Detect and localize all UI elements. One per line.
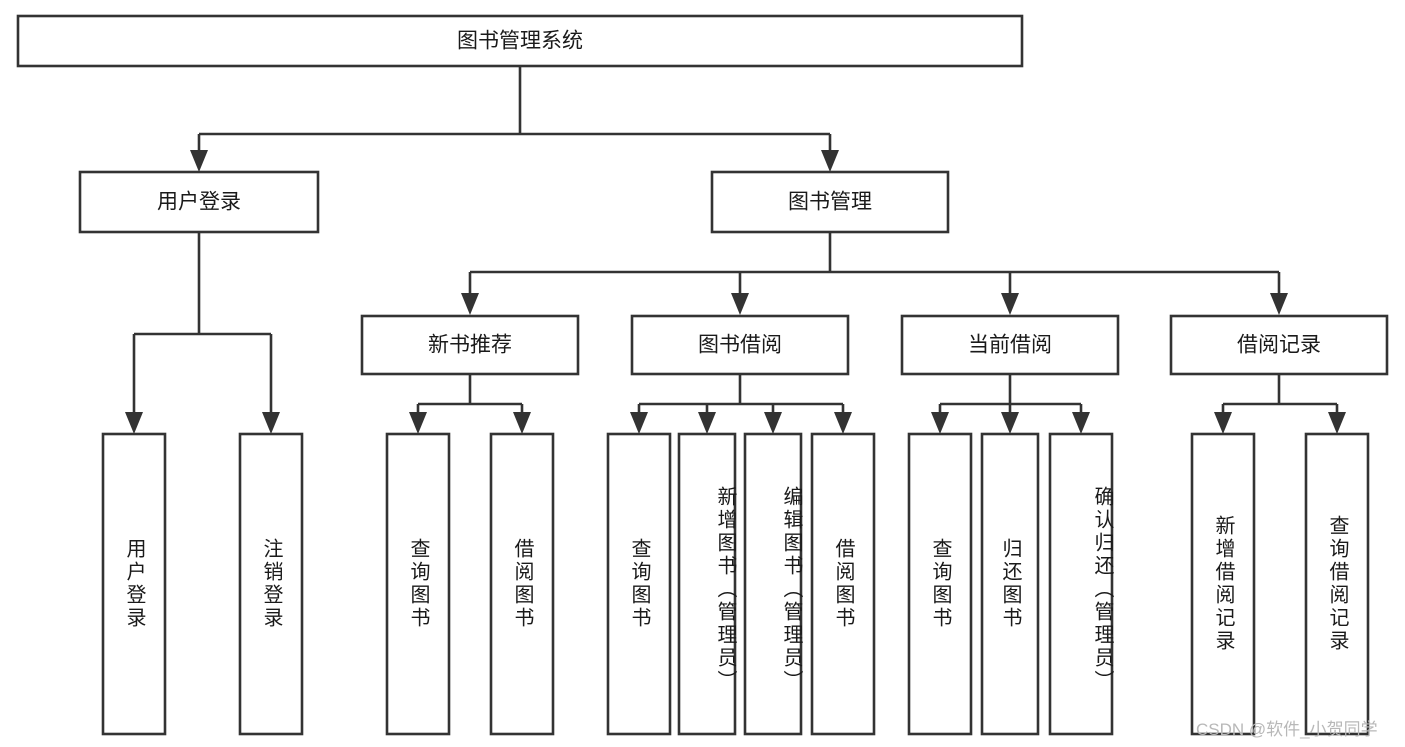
connector-book-manage-to-level3 <box>461 232 1288 315</box>
arrow-head-icon <box>764 412 782 434</box>
node-book-borrow-label: 图书借阅 <box>698 334 782 357</box>
csdn-watermark: CSDN @软件_小贺同学 <box>1196 720 1378 739</box>
arrow-head-icon <box>1072 412 1090 434</box>
node-leaf-query-record-box[interactable] <box>1304 432 1370 736</box>
node-new-book-recommend-label: 新书推荐 <box>428 334 512 357</box>
node-borrow-record-label: 借阅记录 <box>1237 334 1321 357</box>
node-user-login-label: 用户登录 <box>157 191 241 214</box>
connector-book-borrow-to-leaves <box>630 375 852 434</box>
connector-root-to-level2 <box>190 66 839 172</box>
arrow-head-icon <box>834 412 852 434</box>
arrow-head-icon <box>409 412 427 434</box>
node-new-book-recommend-box[interactable] <box>360 314 580 376</box>
connector-user-login-to-leaves <box>125 232 280 434</box>
node-title-label: 图书管理系统 <box>457 30 583 53</box>
node-leaf-query-book-3-box[interactable] <box>907 432 973 736</box>
arrow-head-icon <box>262 412 280 434</box>
arrow-head-icon <box>698 412 716 434</box>
arrow-head-icon <box>630 412 648 434</box>
node-leaf-return-book-box[interactable] <box>980 432 1040 736</box>
node-leaf-borrow-book-1-box[interactable] <box>489 432 555 736</box>
arrow-head-icon <box>1001 293 1019 315</box>
arrow-head-icon <box>931 412 949 434</box>
node-leaf-logout-box[interactable] <box>238 432 304 736</box>
arrow-head-icon <box>1270 293 1288 315</box>
arrow-head-icon <box>1001 412 1019 434</box>
arrow-head-icon <box>461 293 479 315</box>
node-book-manage-label: 图书管理 <box>788 191 872 214</box>
node-current-borrow-box[interactable] <box>900 314 1120 376</box>
connector-borrow-record-to-leaves <box>1214 375 1346 434</box>
arrow-head-icon <box>190 150 208 172</box>
node-leaf-add-record-box[interactable] <box>1190 432 1256 736</box>
node-book-borrow-box[interactable] <box>630 314 850 376</box>
node-user-login-box[interactable] <box>78 170 320 234</box>
node-current-borrow-label: 当前借阅 <box>968 334 1052 357</box>
node-leaf-add-book-box[interactable] <box>677 432 737 736</box>
node-leaf-query-book-1-box[interactable] <box>385 432 451 736</box>
arrow-head-icon <box>821 150 839 172</box>
node-book-manage-box[interactable] <box>710 170 950 234</box>
arrow-head-icon <box>125 412 143 434</box>
arrow-head-icon <box>513 412 531 434</box>
node-title-box[interactable] <box>16 14 1024 68</box>
node-leaf-query-book-2-box[interactable] <box>606 432 672 736</box>
node-leaf-user-login-box[interactable] <box>101 432 167 736</box>
node-leaf-confirm-return-box[interactable] <box>1048 432 1114 736</box>
node-leaf-edit-book-box[interactable] <box>743 432 803 736</box>
connector-current-borrow-to-leaves <box>931 375 1090 434</box>
arrow-head-icon <box>731 293 749 315</box>
arrow-head-icon <box>1214 412 1232 434</box>
node-borrow-record-box[interactable] <box>1169 314 1389 376</box>
connector-new-book-to-leaves <box>409 375 531 434</box>
node-leaf-borrow-book-2-box[interactable] <box>810 432 876 736</box>
arrow-head-icon <box>1328 412 1346 434</box>
